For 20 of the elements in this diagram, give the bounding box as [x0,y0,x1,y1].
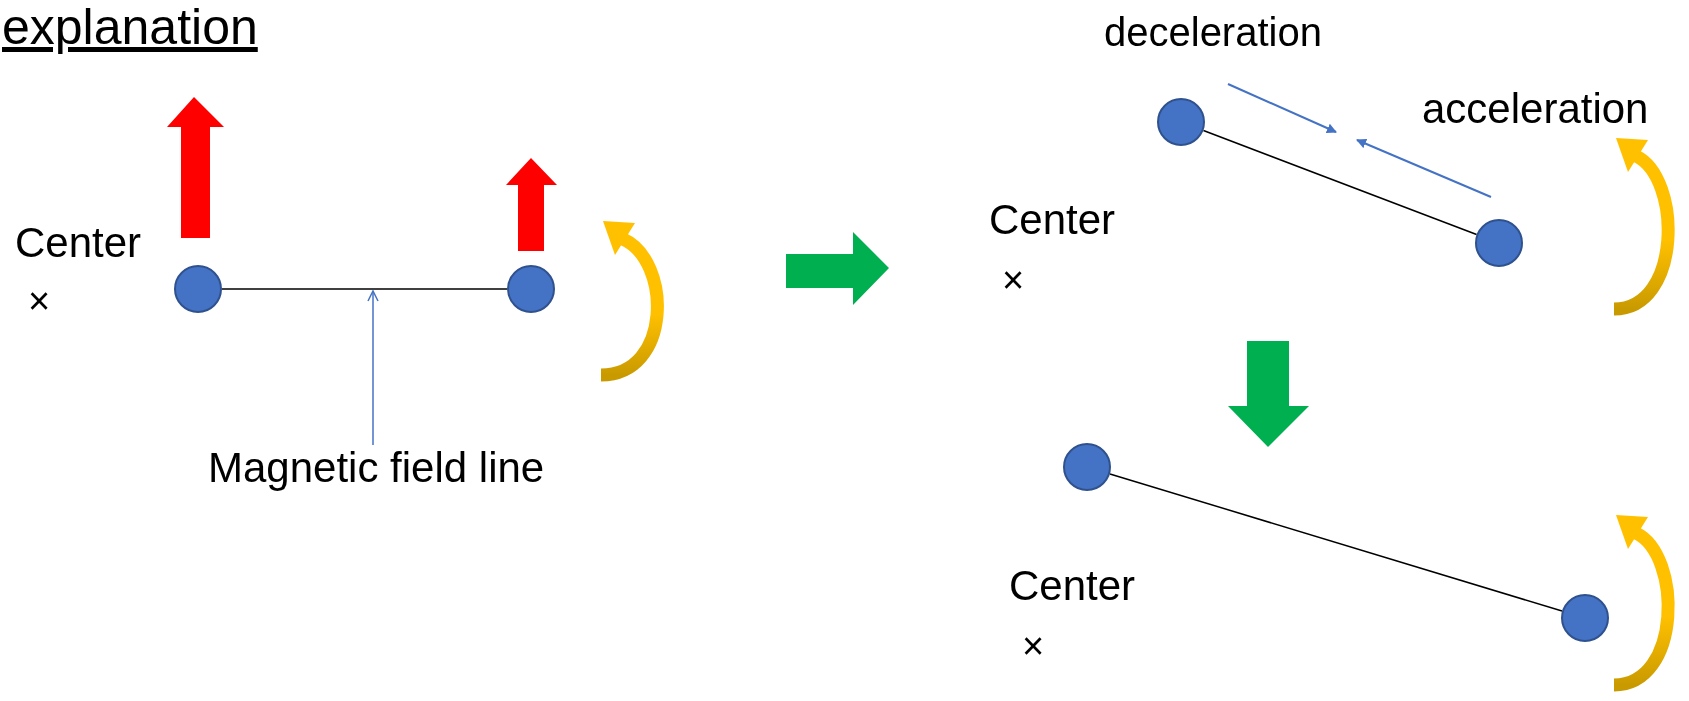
caption: acceleration [1422,88,1649,130]
field-line-label: Magnetic field line [208,447,545,489]
leader-line [367,290,379,446]
caption: Center [15,222,142,264]
field-line [1202,129,1478,236]
ball [1475,219,1523,267]
ball [1561,594,1609,642]
center-mark: × [1022,627,1045,665]
ball [174,265,222,313]
caption: Center [1009,565,1136,607]
heading: explanation [2,2,258,52]
caption: Center [989,199,1116,241]
center-mark: × [1002,261,1025,299]
caption: deceleration [1104,12,1322,52]
ball [1157,98,1205,146]
ball [507,265,555,313]
ball [1063,443,1111,491]
field-line [221,288,508,290]
center-mark: × [28,282,51,320]
field-line [1109,473,1563,612]
